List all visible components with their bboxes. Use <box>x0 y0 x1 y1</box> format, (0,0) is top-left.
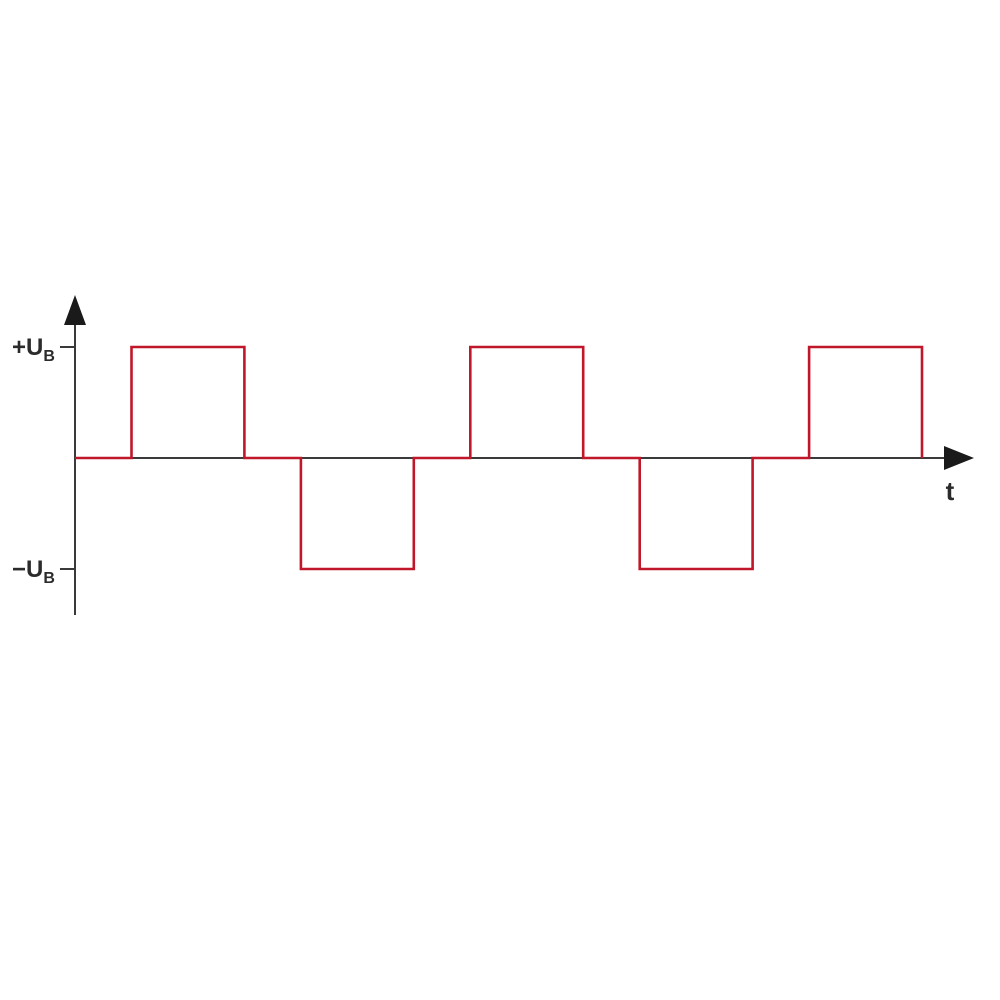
y-tick-label: +UB <box>12 334 55 365</box>
axes <box>64 295 974 615</box>
y-tick-label: −UB <box>12 556 55 587</box>
series-group <box>75 345 924 571</box>
x-axis-label: t <box>946 476 955 506</box>
y-ticks: +UB −UB <box>12 334 75 587</box>
x-axis-arrow <box>944 446 974 470</box>
y-axis-arrow <box>64 295 86 325</box>
series-line <box>75 345 924 571</box>
